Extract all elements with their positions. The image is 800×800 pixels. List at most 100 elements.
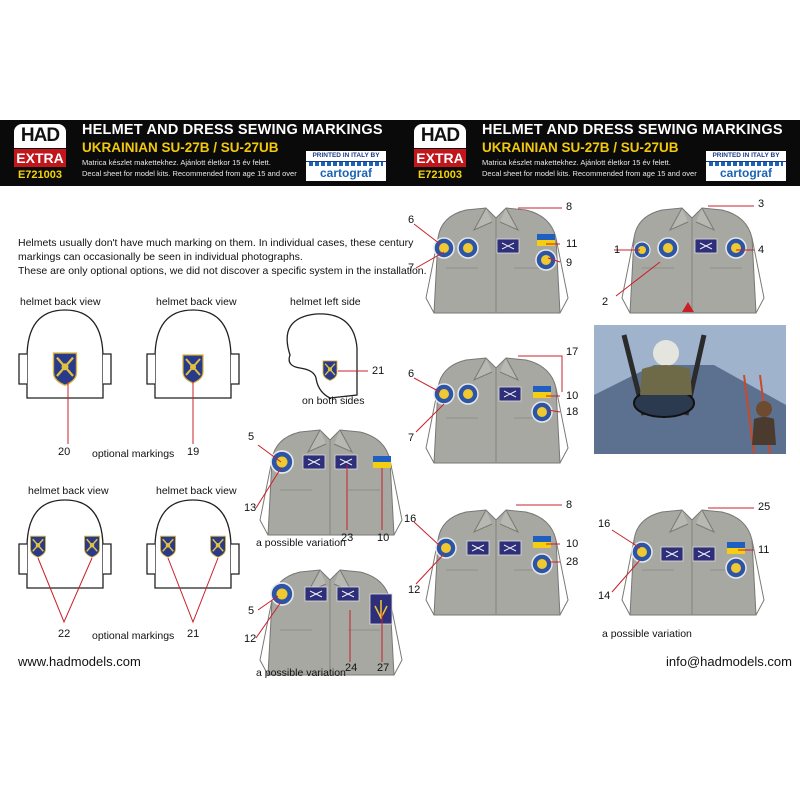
- flight-jacket-4: [425, 357, 569, 464]
- printer-badge: PRINTED IN ITALY BY cartograf: [306, 151, 386, 181]
- callout-18: 18: [566, 406, 579, 418]
- label-possible-variation-3: a possible variation: [602, 628, 692, 640]
- flight-jacket-2: [259, 569, 403, 676]
- callout-line-22: [37, 557, 93, 624]
- printer-name: cartograf: [719, 166, 772, 180]
- callout-line-21b: [167, 557, 219, 624]
- printed-by-label: PRINTED IN ITALY BY: [706, 151, 786, 162]
- callout-11b: 11: [758, 544, 770, 556]
- callout-10b: 10: [566, 390, 579, 402]
- header-left: HAD EXTRA E721003 HELMET AND DRESS SEWIN…: [0, 120, 400, 186]
- callout-14: 14: [598, 590, 611, 602]
- helmet-back-view-4: [146, 499, 240, 589]
- logo-line: EXTRA: [14, 149, 66, 167]
- cartograf-stripes: [309, 162, 383, 166]
- printer-name: cartograf: [319, 166, 372, 180]
- intro-line-2: markings can occasionally be seen in ind…: [18, 251, 303, 263]
- flight-jacket-1: [259, 429, 403, 536]
- callout-24: 24: [345, 662, 358, 674]
- callout-6b: 6: [408, 368, 415, 380]
- label-helmet-left-side: helmet left side: [290, 296, 361, 308]
- sheet-subtitle: UKRAINIAN SU-27B / SU-27UB: [482, 140, 679, 155]
- label-on-both-sides: on both sides: [302, 395, 365, 407]
- callout-lines-jacket-6: [614, 205, 754, 297]
- callout-17: 17: [566, 346, 579, 358]
- cartograf-stripes: [709, 162, 783, 166]
- callout-8b: 8: [566, 499, 573, 511]
- callout-25: 25: [758, 501, 771, 513]
- product-code: E721003: [17, 169, 63, 181]
- callout-5: 5: [248, 431, 255, 443]
- product-code: E721003: [417, 169, 463, 181]
- reference-photo: [594, 325, 786, 454]
- label-possible-variation-2: a possible variation: [256, 667, 346, 679]
- callout-10: 10: [377, 532, 390, 544]
- sheet-subtitle: UKRAINIAN SU-27B / SU-27UB: [82, 140, 279, 155]
- printer-badge: PRINTED IN ITALY BY cartograf: [706, 151, 786, 181]
- label-helmet-back-view-3: helmet back view: [28, 485, 109, 497]
- intro-text: Helmets usually don't have much marking …: [18, 236, 427, 278]
- flight-jacket-7: [621, 509, 765, 616]
- callout-6: 6: [408, 214, 415, 226]
- callout-27: 27: [377, 662, 390, 674]
- callout-13: 13: [244, 502, 257, 514]
- callout-20: 20: [58, 446, 71, 458]
- flight-jacket-6: [621, 207, 765, 314]
- logo-brand: HAD: [414, 124, 466, 148]
- helmet-back-view-1: [18, 309, 112, 399]
- sheet-title: HELMET AND DRESS SEWING MARKINGS: [82, 122, 383, 138]
- photo-pointer: [682, 302, 694, 312]
- callout-8: 8: [566, 201, 573, 213]
- printed-by-label: PRINTED IN ITALY BY: [306, 151, 386, 162]
- description-hu: Matrica készlet makettekhez. Ajánlott él…: [82, 158, 271, 167]
- callout-lines-jacket-7: [611, 507, 754, 593]
- label-helmet-back-view-1: helmet back view: [20, 296, 101, 308]
- callout-lines-jacket-2: [255, 595, 383, 662]
- callout-21b: 21: [187, 628, 200, 640]
- cockpit-photo: [594, 325, 786, 454]
- callout-11: 11: [566, 238, 578, 250]
- callout-lines-jacket-3: [413, 207, 562, 269]
- description-en: Decal sheet for model kits. Recommended …: [82, 169, 297, 178]
- callout-lines-jacket-5: [413, 504, 562, 585]
- logo-line: EXTRA: [414, 149, 466, 167]
- callout-1: 1: [614, 244, 621, 256]
- callout-7: 7: [408, 262, 415, 274]
- logo-brand: HAD: [14, 124, 66, 148]
- helmet-back-view-3: [18, 499, 112, 589]
- callout-5b: 5: [248, 605, 255, 617]
- callout-16: 16: [404, 513, 417, 525]
- helmet-left-side: [286, 313, 358, 399]
- intro-line-3: These are only optional options, we did …: [18, 265, 427, 277]
- label-helmet-back-view-4: helmet back view: [156, 485, 237, 497]
- callout-lines-jacket-1: [255, 444, 383, 530]
- had-logo: HAD EXTRA E721003: [414, 124, 466, 182]
- label-helmet-back-view-2: helmet back view: [156, 296, 237, 308]
- callout-22: 22: [58, 628, 71, 640]
- label-possible-variation-1: a possible variation: [256, 537, 346, 549]
- callout-10c: 10: [566, 538, 579, 550]
- description-en: Decal sheet for model kits. Recommended …: [482, 169, 697, 178]
- callout-7b: 7: [408, 432, 415, 444]
- header-banner: HAD EXTRA E721003 HELMET AND DRESS SEWIN…: [0, 120, 800, 186]
- description-hu: Matrica készlet makettekhez. Ajánlott él…: [482, 158, 671, 167]
- flight-jacket-3: [425, 207, 569, 314]
- callout-23: 23: [341, 532, 354, 544]
- website-link[interactable]: www.hadmodels.com: [18, 654, 141, 669]
- callout-12: 12: [244, 633, 257, 645]
- callout-lines-jacket-4: [413, 355, 563, 433]
- callout-19: 19: [187, 446, 200, 458]
- callout-9: 9: [566, 257, 573, 269]
- label-optional-markings-2: optional markings: [92, 630, 175, 642]
- email-link[interactable]: info@hadmodels.com: [666, 654, 792, 669]
- callout-3: 3: [758, 198, 765, 210]
- callout-2: 2: [602, 296, 609, 308]
- callout-4: 4: [758, 244, 765, 256]
- callout-12b: 12: [408, 584, 421, 596]
- sheet-title: HELMET AND DRESS SEWING MARKINGS: [482, 122, 783, 138]
- callout-16b: 16: [598, 518, 611, 530]
- intro-line-1: Helmets usually don't have much marking …: [18, 237, 414, 249]
- callout-28: 28: [566, 556, 579, 568]
- label-optional-markings-1: optional markings: [92, 448, 175, 460]
